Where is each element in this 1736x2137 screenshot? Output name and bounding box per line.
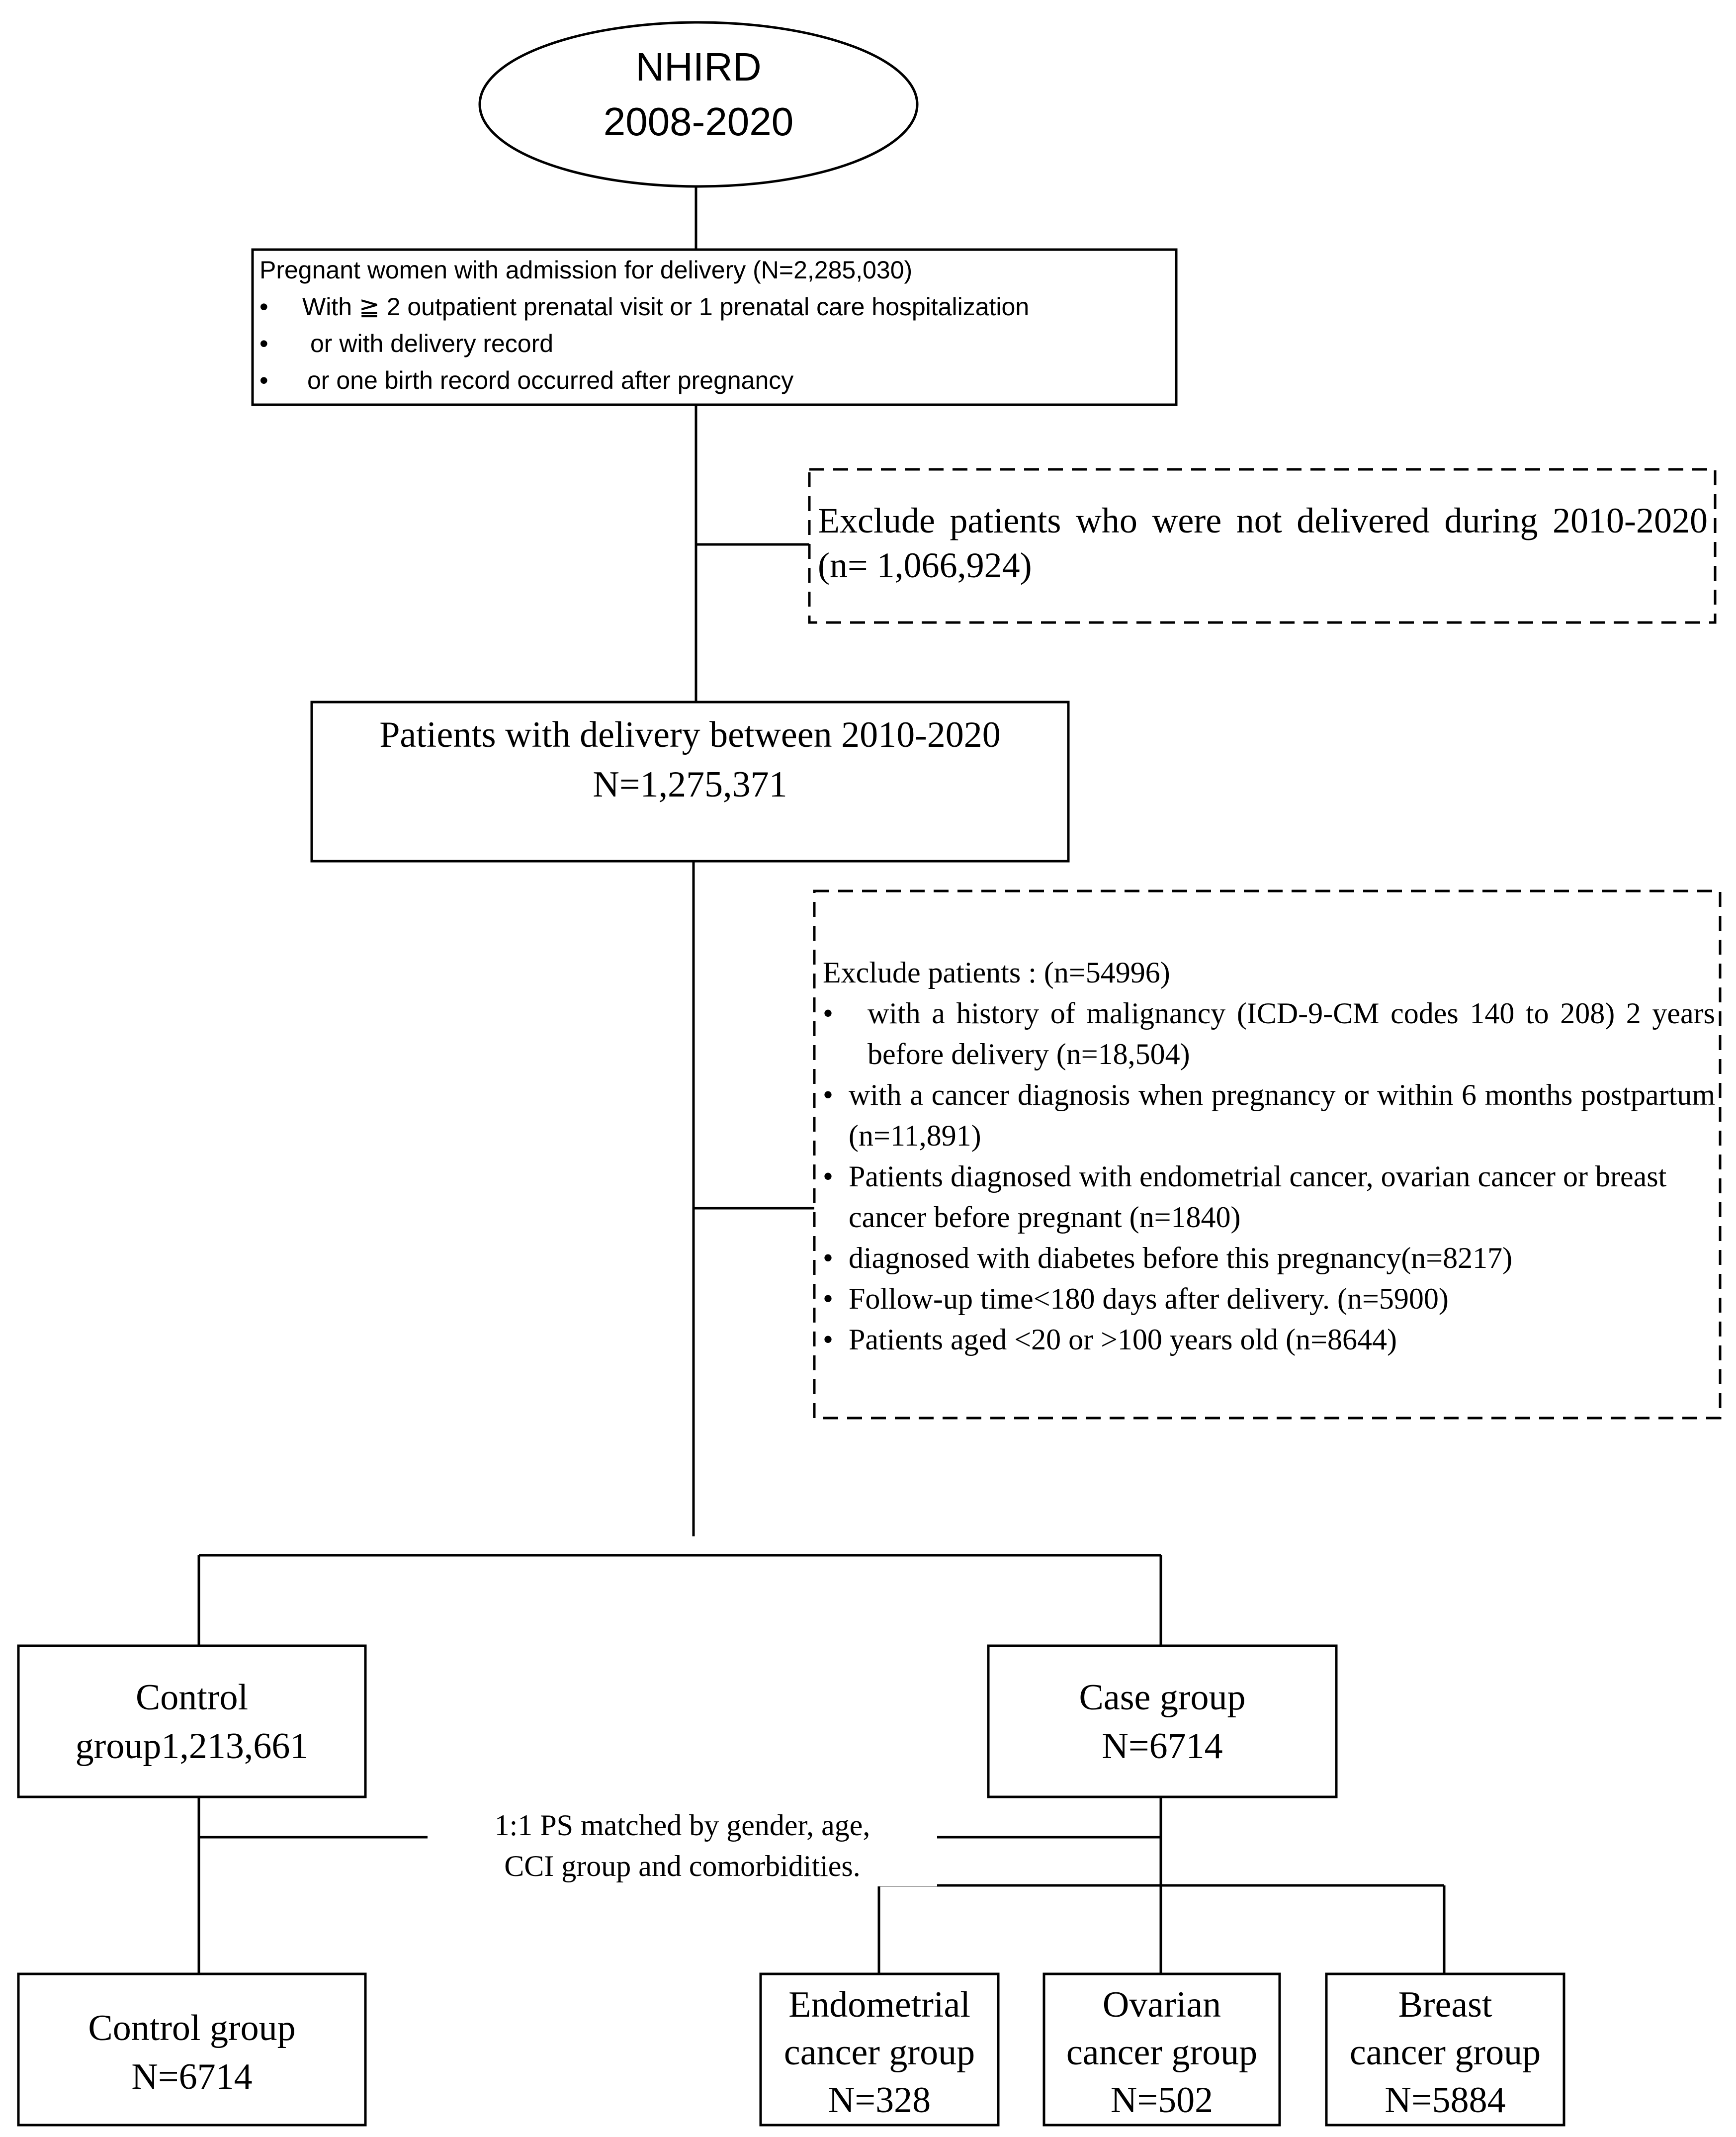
endometrial-subtitle: cancer group [783, 2032, 975, 2073]
pregnant-node: Pregnant women with admission for delive… [260, 252, 1169, 399]
breast-node: Breast cancer group N=5884 [1326, 1981, 1564, 2124]
control-matched-count: N=6714 [131, 2056, 253, 2097]
matching-line-1: 1:1 PS matched by gender, age, [494, 1809, 870, 1842]
delivery-title: Patients with delivery between 2010-2020 [379, 714, 1001, 755]
pregnant-bullet-1: •With ≧ 2 outpatient prenatal visit or 1… [260, 288, 1169, 325]
bullet-dot-icon: • [823, 1323, 834, 1356]
ovarian-box [1042, 1972, 1281, 2127]
ovarian-title: Ovarian [1102, 1984, 1221, 2025]
delivery-node: Patients with delivery between 2010-2020… [312, 710, 1068, 809]
control-matched-box [17, 1972, 367, 2127]
bullet-dot-icon: • [260, 293, 268, 321]
source-title: NHIRD [635, 45, 762, 89]
source-years: 2008-2020 [603, 99, 794, 144]
matching-label: 1:1 PS matched by gender, age, CCI group… [428, 1805, 937, 1886]
case-all-node: Case group N=6714 [988, 1673, 1336, 1771]
pregnant-bullet-2: •or with delivery record [260, 325, 1169, 362]
exclude2-bullet-6: • Patients aged <20 or >100 years old (n… [823, 1319, 1715, 1360]
control-matched-title: Control group [88, 2008, 296, 2048]
endometrial-node: Endometrial cancer group N=328 [761, 1981, 998, 2124]
endometrial-box [759, 1972, 1000, 2127]
breast-box [1325, 1972, 1565, 2127]
case-all-count: N=6714 [1102, 1726, 1223, 1767]
delivery-box [310, 701, 1070, 863]
exclude2-bullet-2: • with a cancer diagnosis when pregnancy… [823, 1074, 1715, 1156]
matching-line-2: CCI group and comorbidities. [504, 1850, 861, 1882]
delivery-count: N=1,275,371 [593, 764, 787, 805]
bullet-dot-icon: • [823, 1242, 834, 1274]
control-all-count: group1,213,661 [75, 1726, 309, 1767]
pregnant-title: Pregnant women with admission for delive… [260, 256, 913, 284]
bullet-dot-icon: • [823, 1282, 834, 1315]
exclude2-box [813, 890, 1722, 1420]
control-all-box [17, 1644, 367, 1798]
breast-count: N=5884 [1385, 2080, 1506, 2121]
source-ellipse [478, 21, 919, 188]
exclude2-bullet-5: • Follow-up time<180 days after delivery… [823, 1278, 1715, 1319]
exclude2-node: Exclude patients : (n=54996) • with a hi… [823, 952, 1715, 1360]
control-matched-node: Control group N=6714 [18, 2004, 365, 2101]
pregnant-bullet-3: •or one birth record occurred after preg… [260, 362, 1169, 399]
bullet-dot-icon: • [823, 997, 834, 1030]
exclude1-box [808, 468, 1717, 624]
source-node: NHIRD 2008-2020 [480, 40, 917, 149]
case-all-box [987, 1644, 1338, 1798]
bullet-dot-icon: • [260, 366, 268, 394]
ovarian-node: Ovarian cancer group N=502 [1044, 1981, 1280, 2124]
exclude2-bullet-4: • diagnosed with diabetes before this pr… [823, 1238, 1715, 1278]
endometrial-count: N=328 [828, 2080, 931, 2121]
breast-title: Breast [1398, 1984, 1492, 2025]
ovarian-subtitle: cancer group [1066, 2032, 1258, 2073]
exclude1-text: Exclude patients who were not delivered … [818, 501, 1708, 585]
breast-subtitle: cancer group [1349, 2032, 1541, 2073]
exclude2-title: Exclude patients : (n=54996) [823, 956, 1170, 989]
case-all-title: Case group [1079, 1677, 1246, 1718]
ovarian-count: N=502 [1110, 2080, 1214, 2121]
control-all-node: Control group1,213,661 [18, 1673, 365, 1771]
bullet-dot-icon: • [260, 330, 268, 357]
control-all-title: Control [135, 1677, 249, 1718]
exclude1-node: Exclude patients who were not delivered … [818, 498, 1708, 588]
bullet-dot-icon: • [823, 1160, 834, 1193]
endometrial-title: Endometrial [788, 1984, 970, 2025]
connectors [197, 186, 1446, 1974]
pregnant-box [251, 248, 1178, 406]
bullet-dot-icon: • [823, 1078, 834, 1111]
exclude2-bullet-1: • with a history of malignancy (ICD-9-CM… [823, 993, 1715, 1074]
exclude2-bullet-3: • Patients diagnosed with endometrial ca… [823, 1156, 1715, 1238]
